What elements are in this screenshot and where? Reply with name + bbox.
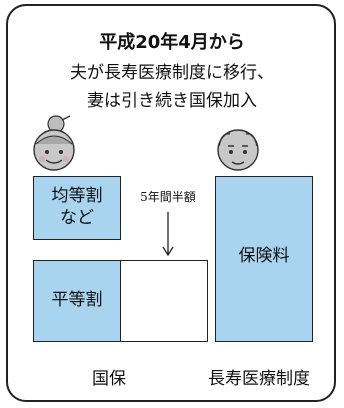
- hokenryo-label: 保険料: [238, 246, 290, 266]
- subtitle-line-1: 夫が長寿医療制度に移行、: [70, 63, 274, 83]
- byodo-wari-box: 平等割: [33, 260, 121, 342]
- diagram-title: 平成20年4月から: [99, 32, 245, 53]
- chouju-caption: 長寿医療制度: [208, 369, 310, 389]
- down-arrow-icon: [162, 212, 174, 257]
- elderly-woman-icon: [33, 115, 75, 171]
- nado-label: など: [60, 208, 94, 228]
- halved-portion-box: [120, 260, 208, 342]
- subtitle-line-2: 妻は引き続き国保加入: [87, 91, 257, 111]
- half-price-note: 5年間半額: [140, 190, 196, 204]
- kokuho-caption: 国保: [92, 369, 126, 389]
- hokenryo-box: 保険料: [215, 176, 313, 342]
- byodo-wari-label: 平等割: [51, 290, 103, 310]
- kinto-wari-label: 均等割: [51, 186, 103, 206]
- elderly-man-icon: [217, 129, 259, 171]
- kinto-wari-box: 均等割 など: [33, 176, 121, 240]
